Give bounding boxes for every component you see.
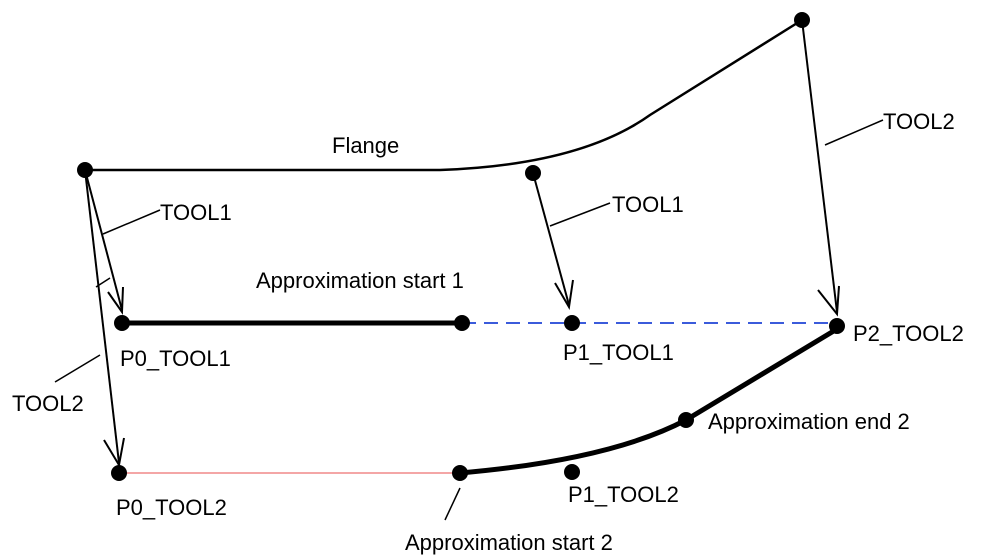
flange-point-right: [794, 12, 810, 28]
tool2-left-leader: [54, 354, 101, 383]
approximation-curve-2: [459, 326, 839, 476]
label-approx-start-1: Approximation start 1: [256, 268, 464, 293]
label-approx-start-2: Approximation start 2: [405, 530, 613, 555]
tool2-right-leader: [824, 119, 884, 146]
point-p1-tool1: [564, 315, 580, 331]
label-tool2-right: TOOL2: [883, 109, 955, 134]
label-flange: Flange: [332, 133, 399, 158]
point-approx-start2: [452, 465, 468, 481]
label-p2-tool2: P2_TOOL2: [853, 321, 964, 346]
flange-curve: [85, 18, 803, 172]
tool1-left-short-leader: [95, 277, 111, 288]
label-p1-tool2: P1_TOOL2: [568, 482, 679, 507]
label-tool1-mid: TOOL1: [612, 192, 684, 217]
point-p2-tool2: [829, 318, 845, 334]
point-approx-start1: [454, 315, 470, 331]
tool2-left-arrowhead: [103, 437, 125, 468]
tool2-right-arrowhead: [817, 285, 840, 317]
tool2-left-vector: [84, 169, 120, 464]
tool1-left-arrowhead: [107, 286, 124, 316]
tool1-left-vector: [84, 169, 123, 311]
tool1-left-leader: [102, 209, 161, 235]
flange-point-left: [77, 162, 93, 178]
flange-point-mid: [525, 165, 541, 181]
label-p0-tool1: P0_TOOL1: [120, 346, 231, 371]
tool1-mid-leader: [549, 202, 611, 227]
label-approx-end-2: Approximation end 2: [708, 409, 910, 434]
label-tool2-left: TOOL2: [12, 391, 84, 416]
point-p0-tool1: [114, 315, 130, 331]
label-p1-tool1: P1_TOOL1: [563, 340, 674, 365]
point-approx-end2: [678, 412, 694, 428]
approx-start2-leader: [444, 487, 461, 521]
tool1-mid-arrowhead: [554, 279, 574, 310]
point-p0-tool2: [111, 465, 127, 481]
label-p0-tool2: P0_TOOL2: [116, 495, 227, 520]
tool2-right-vector: [801, 19, 838, 313]
tool1-mid-vector: [532, 172, 570, 306]
point-p1-tool2: [564, 464, 580, 480]
label-tool1-left: TOOL1: [160, 200, 232, 225]
